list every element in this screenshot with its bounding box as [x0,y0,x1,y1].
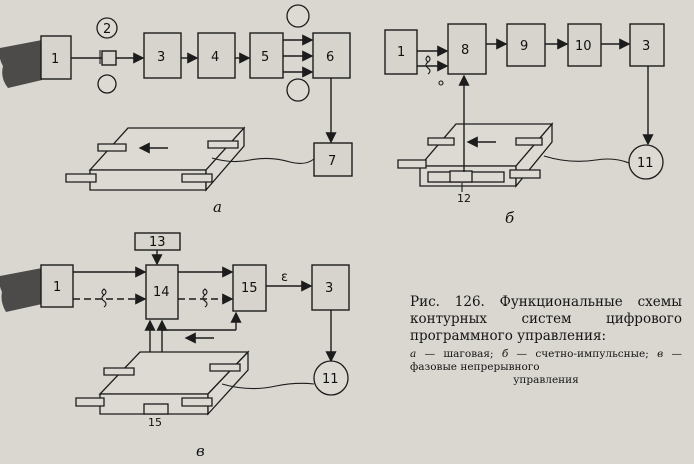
block-9-b [506,23,546,67]
sensor-12-b [449,170,473,183]
sensor-12-b-label: 12 [457,192,471,205]
legend-b-text: — счетно-импульсные; [516,348,649,360]
diagram-v-label: в [196,442,205,460]
block-4-a [197,32,236,79]
tape-input-a [0,40,42,88]
motor-11-v [313,360,349,396]
block-7-a [313,142,353,177]
block-15-v [232,264,267,312]
block-15-v-label: 15 [241,281,258,296]
diagram-v: 1 13 14 15 ε 3 11 [0,232,350,460]
legend-v-text: — фазовые непрерывного [410,348,682,373]
block-1-a [40,35,72,80]
block-10-b [567,23,602,67]
drum-2-a [96,17,118,39]
machine-table-a [65,126,246,192]
block-9-b-label: 9 [520,39,528,54]
epsilon-signal-label: ε [281,270,288,285]
block-3-b [629,23,665,67]
block-1-v-label: 1 [53,280,61,295]
block-1-a-label: 1 [51,52,59,67]
block-3-b-label: 3 [642,39,650,54]
motor-11-v-label: 11 [322,372,339,387]
block-3-a-label: 3 [157,50,165,65]
machine-table-v [75,332,250,416]
block-13-v-label: 13 [149,235,166,250]
motor-11-b [628,144,664,180]
block-4-a-label: 4 [211,50,219,65]
block-5-a-label: 5 [261,50,269,65]
machine-table-b [397,122,554,188]
legend-v-text-2: управления [513,374,579,386]
block-14-v-label: 14 [153,285,170,300]
block-3-v [311,264,350,311]
block-3-v-label: 3 [325,281,333,296]
block-8-b [447,23,487,75]
legend-a-letter: а [410,348,417,360]
sensor-15-v-label: 15 [148,416,162,429]
block-14-v [145,264,179,320]
reader-square-a [101,50,117,66]
motor-11-b-label: 11 [637,156,654,171]
block-7-a-label: 7 [328,154,336,169]
diagram-a-label: а [213,198,222,216]
diagram-a: 1 2 3 4 5 6 7 [0,4,353,216]
block-10-b-label: 10 [575,39,592,54]
figure-caption: Рис. 126. Функциональные схемы контурных… [410,294,682,387]
tape-input-v [0,268,42,312]
caption-title: Рис. 126. Функциональные схемы контурных… [410,294,682,344]
sensor-15-v [143,403,169,415]
block-1-b-label: 1 [397,45,405,60]
block-6-a [312,32,351,79]
block-1-v [40,264,74,308]
caption-legend: а — шаговая; б — счетно-импульсные; в — … [410,348,682,387]
legend-b-letter: б [501,348,509,360]
block-8-b-label: 8 [461,43,469,58]
block-3-a [143,32,182,79]
legend-a-text: — шаговая; [424,348,494,360]
drum-2-a-label: 2 [103,22,111,37]
diagram-b-label: б [505,209,515,227]
legend-v-letter: в [657,348,664,360]
block-6-a-label: 6 [326,50,334,65]
block-1-b [384,29,418,75]
diagram-b: 1 8 9 10 3 11 12 [384,23,665,227]
